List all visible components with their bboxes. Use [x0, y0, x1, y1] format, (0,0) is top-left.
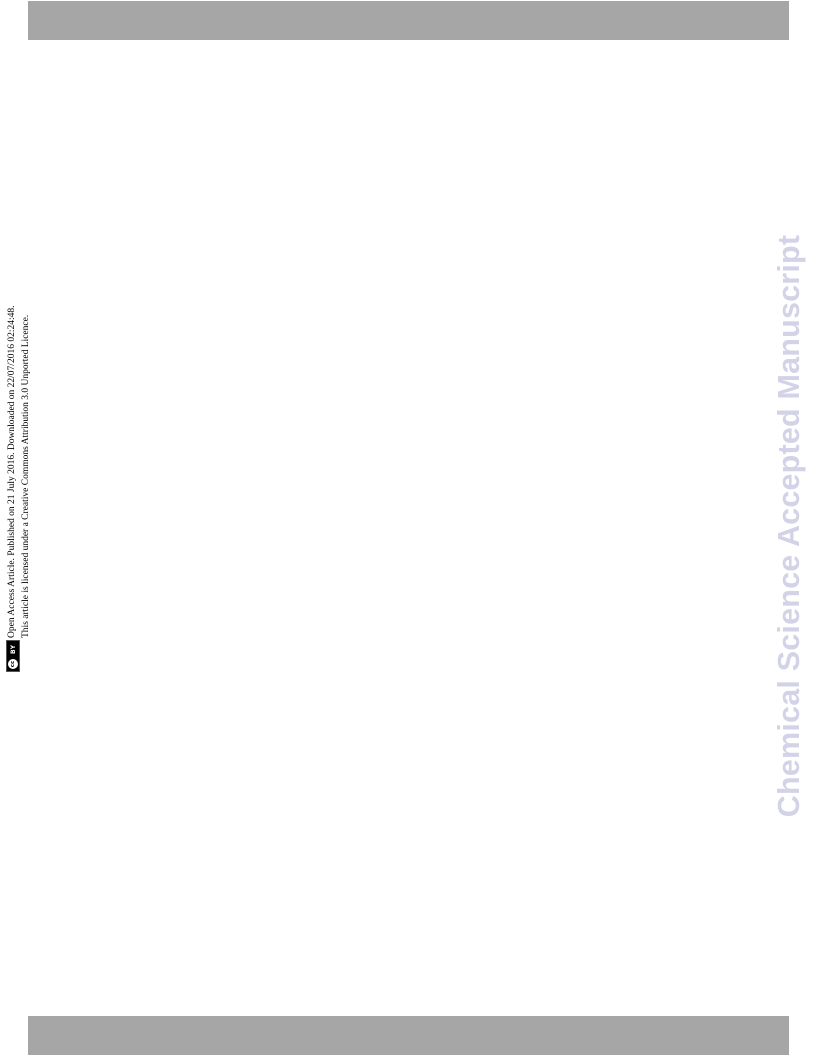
creative-commons-icon: cc — [7, 658, 19, 670]
publication-info: Open Access Article. Published on 21 Jul… — [7, 305, 17, 638]
watermark-text: Chemical Science Accepted Manuscript — [771, 234, 806, 818]
license-notice: cc BY Open Access Article. Published on … — [4, 212, 44, 672]
header-bar — [28, 1, 789, 40]
journal-watermark: Chemical Science Accepted Manuscript — [770, 234, 808, 818]
journal-watermark-rotated: Chemical Science Accepted Manuscript — [770, 234, 808, 818]
license-statement[interactable]: This article is licensed under a Creativ… — [21, 314, 31, 638]
cc-by-license-badge[interactable]: cc BY — [6, 640, 20, 672]
footer-bar — [28, 1016, 789, 1055]
license-notice-rotated: cc BY Open Access Article. Published on … — [4, 212, 44, 672]
attribution-icon: BY — [9, 644, 17, 654]
